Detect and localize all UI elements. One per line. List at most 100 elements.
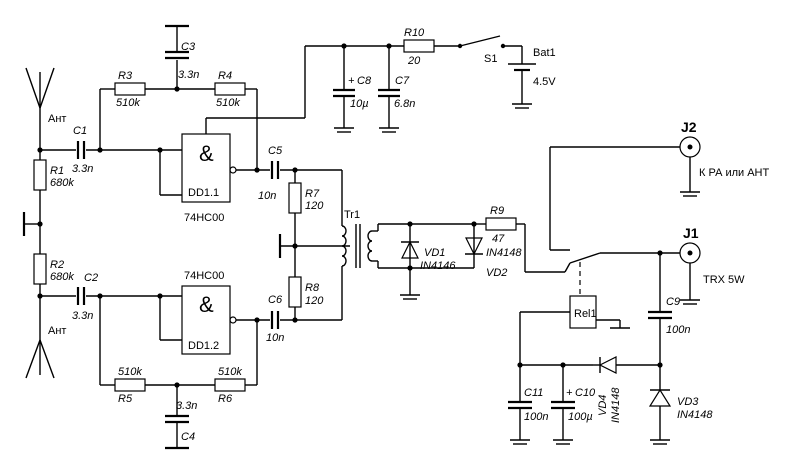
vd3-ref: VD3 bbox=[677, 396, 699, 408]
rel1-ref: Rel1 bbox=[574, 308, 597, 320]
resistor-r6: 510k R6 bbox=[214, 366, 246, 405]
resistor-r9: R9 47 bbox=[485, 205, 517, 245]
antenna-bottom-label: Ант bbox=[48, 325, 66, 337]
r10-ref: R10 bbox=[404, 27, 425, 39]
capacitor-c8: + C8 10µ bbox=[333, 46, 372, 133]
c11-value: 100n bbox=[524, 411, 548, 423]
c5-ref: C5 bbox=[268, 145, 283, 157]
c10-polarity: + bbox=[566, 387, 573, 399]
c9-value: 100n bbox=[666, 324, 690, 336]
battery-bat1: Bat1 4.5V bbox=[508, 46, 556, 109]
r4-ref: R4 bbox=[218, 70, 232, 82]
connector-j1: J1 TRX 5W bbox=[679, 225, 745, 305]
vd1-ref: VD1 bbox=[424, 247, 445, 259]
capacitor-c7: C7 6.8n bbox=[378, 46, 415, 133]
dd1-2-ref: DD1.2 bbox=[188, 340, 219, 352]
capacitor-c3: C3 3.3n bbox=[165, 24, 199, 89]
resistor-r5: 510k R5 bbox=[114, 366, 146, 405]
j1-label: TRX 5W bbox=[703, 274, 745, 286]
r8-value: 120 bbox=[305, 295, 324, 307]
switch-s1: S1 bbox=[457, 35, 506, 65]
resistor-r2: R2 680k bbox=[33, 224, 74, 296]
r6-ref: R6 bbox=[218, 393, 233, 405]
dd1-2-symbol: & bbox=[199, 292, 214, 317]
c3-ref: C3 bbox=[181, 41, 196, 53]
r8-ref: R8 bbox=[305, 282, 320, 294]
gate-dd1-2: 74HC00 & DD1.2 bbox=[181, 270, 237, 355]
capacitor-c10: + C10 100µ bbox=[551, 365, 596, 445]
r2-value: 680k bbox=[50, 271, 74, 283]
dd1-1-chip: 74HC00 bbox=[184, 212, 224, 224]
r5-ref: R5 bbox=[118, 393, 133, 405]
capacitor-c1: C1 3.3n bbox=[72, 125, 93, 175]
c6-value: 10n bbox=[266, 332, 284, 344]
s1-ref: S1 bbox=[484, 53, 497, 65]
r1-value: 680k bbox=[50, 177, 74, 189]
capacitor-c4: 3.3n C4 bbox=[165, 385, 197, 450]
vd3-part: IN4148 bbox=[677, 409, 713, 421]
connector-j2: J2 К РА или АНТ bbox=[679, 119, 770, 197]
c4-value: 3.3n bbox=[176, 400, 197, 412]
c1-ref: C1 bbox=[73, 125, 87, 137]
c10-ref: C10 bbox=[575, 387, 596, 399]
r1-ref: R1 bbox=[50, 165, 64, 177]
c11-ref: C11 bbox=[524, 387, 543, 399]
c5-value: 10n bbox=[258, 190, 276, 202]
bat1-value: 4.5V bbox=[533, 76, 556, 88]
ground-center bbox=[278, 234, 350, 258]
vd2-ref: VD2 bbox=[486, 267, 507, 279]
capacitor-c2: C2 3.3n bbox=[72, 272, 98, 322]
vd1-part: IN4146 bbox=[420, 260, 456, 272]
antenna-top-label: Ант bbox=[48, 113, 66, 125]
c3-value: 3.3n bbox=[178, 69, 199, 81]
j1-ref: J1 bbox=[683, 225, 699, 241]
relay-contact bbox=[564, 252, 680, 273]
c2-value: 3.3n bbox=[72, 310, 93, 322]
r5-value: 510k bbox=[118, 366, 142, 378]
ground-detector bbox=[400, 268, 420, 300]
relay-rel1: Rel1 bbox=[520, 295, 630, 329]
dd1-2-chip: 74HC00 bbox=[184, 270, 224, 282]
diode-vd3: VD3 IN4148 bbox=[648, 365, 713, 445]
resistor-r10: R10 20 bbox=[403, 27, 435, 67]
r9-ref: R9 bbox=[490, 205, 504, 217]
r10-value: 20 bbox=[407, 55, 421, 67]
r3-ref: R3 bbox=[118, 70, 133, 82]
bat1-ref: Bat1 bbox=[533, 47, 556, 59]
c8-value: 10µ bbox=[350, 98, 369, 110]
tr1-ref: Tr1 bbox=[344, 209, 360, 221]
c9-ref: C9 bbox=[666, 296, 680, 308]
r7-value: 120 bbox=[305, 200, 324, 212]
resistor-r1: R1 680k bbox=[33, 150, 74, 224]
diode-vd4: VD4 IN4148 bbox=[593, 356, 660, 423]
resistor-r8: R8 120 bbox=[288, 246, 324, 320]
capacitor-c5: C5 10n bbox=[258, 145, 283, 202]
capacitor-c6: C6 10n bbox=[266, 294, 284, 344]
c8-ref: C8 bbox=[357, 75, 372, 87]
r4-value: 510k bbox=[216, 97, 240, 109]
c10-value: 100µ bbox=[568, 411, 593, 423]
c8-polarity: + bbox=[348, 75, 355, 87]
r9-value: 47 bbox=[492, 233, 505, 245]
dd1-1-symbol: & bbox=[199, 141, 214, 166]
r7-ref: R7 bbox=[305, 188, 320, 200]
dd1-1-ref: DD1.1 bbox=[188, 187, 219, 199]
antenna-top: Ант bbox=[25, 67, 66, 150]
resistor-r7: R7 120 bbox=[288, 170, 324, 246]
c4-ref: C4 bbox=[181, 431, 195, 443]
r2-ref: R2 bbox=[50, 259, 64, 271]
c7-value: 6.8n bbox=[394, 98, 415, 110]
vd4-ref: VD4 bbox=[597, 395, 609, 416]
resistor-r3: R3 510k bbox=[114, 70, 146, 109]
antenna-bottom: Ант bbox=[25, 296, 66, 379]
diode-vd1: VD1 IN4146 bbox=[401, 224, 456, 272]
r6-value: 510k bbox=[218, 366, 242, 378]
r3-value: 510k bbox=[116, 97, 140, 109]
gate-dd1-1: & DD1.1 74HC00 bbox=[181, 133, 237, 224]
c7-ref: C7 bbox=[395, 75, 410, 87]
transformer-tr1: Tr1 bbox=[341, 170, 379, 320]
capacitor-c11: C11 100n bbox=[508, 365, 548, 445]
c1-value: 3.3n bbox=[72, 163, 93, 175]
vd2-part: IN4148 bbox=[486, 247, 522, 259]
